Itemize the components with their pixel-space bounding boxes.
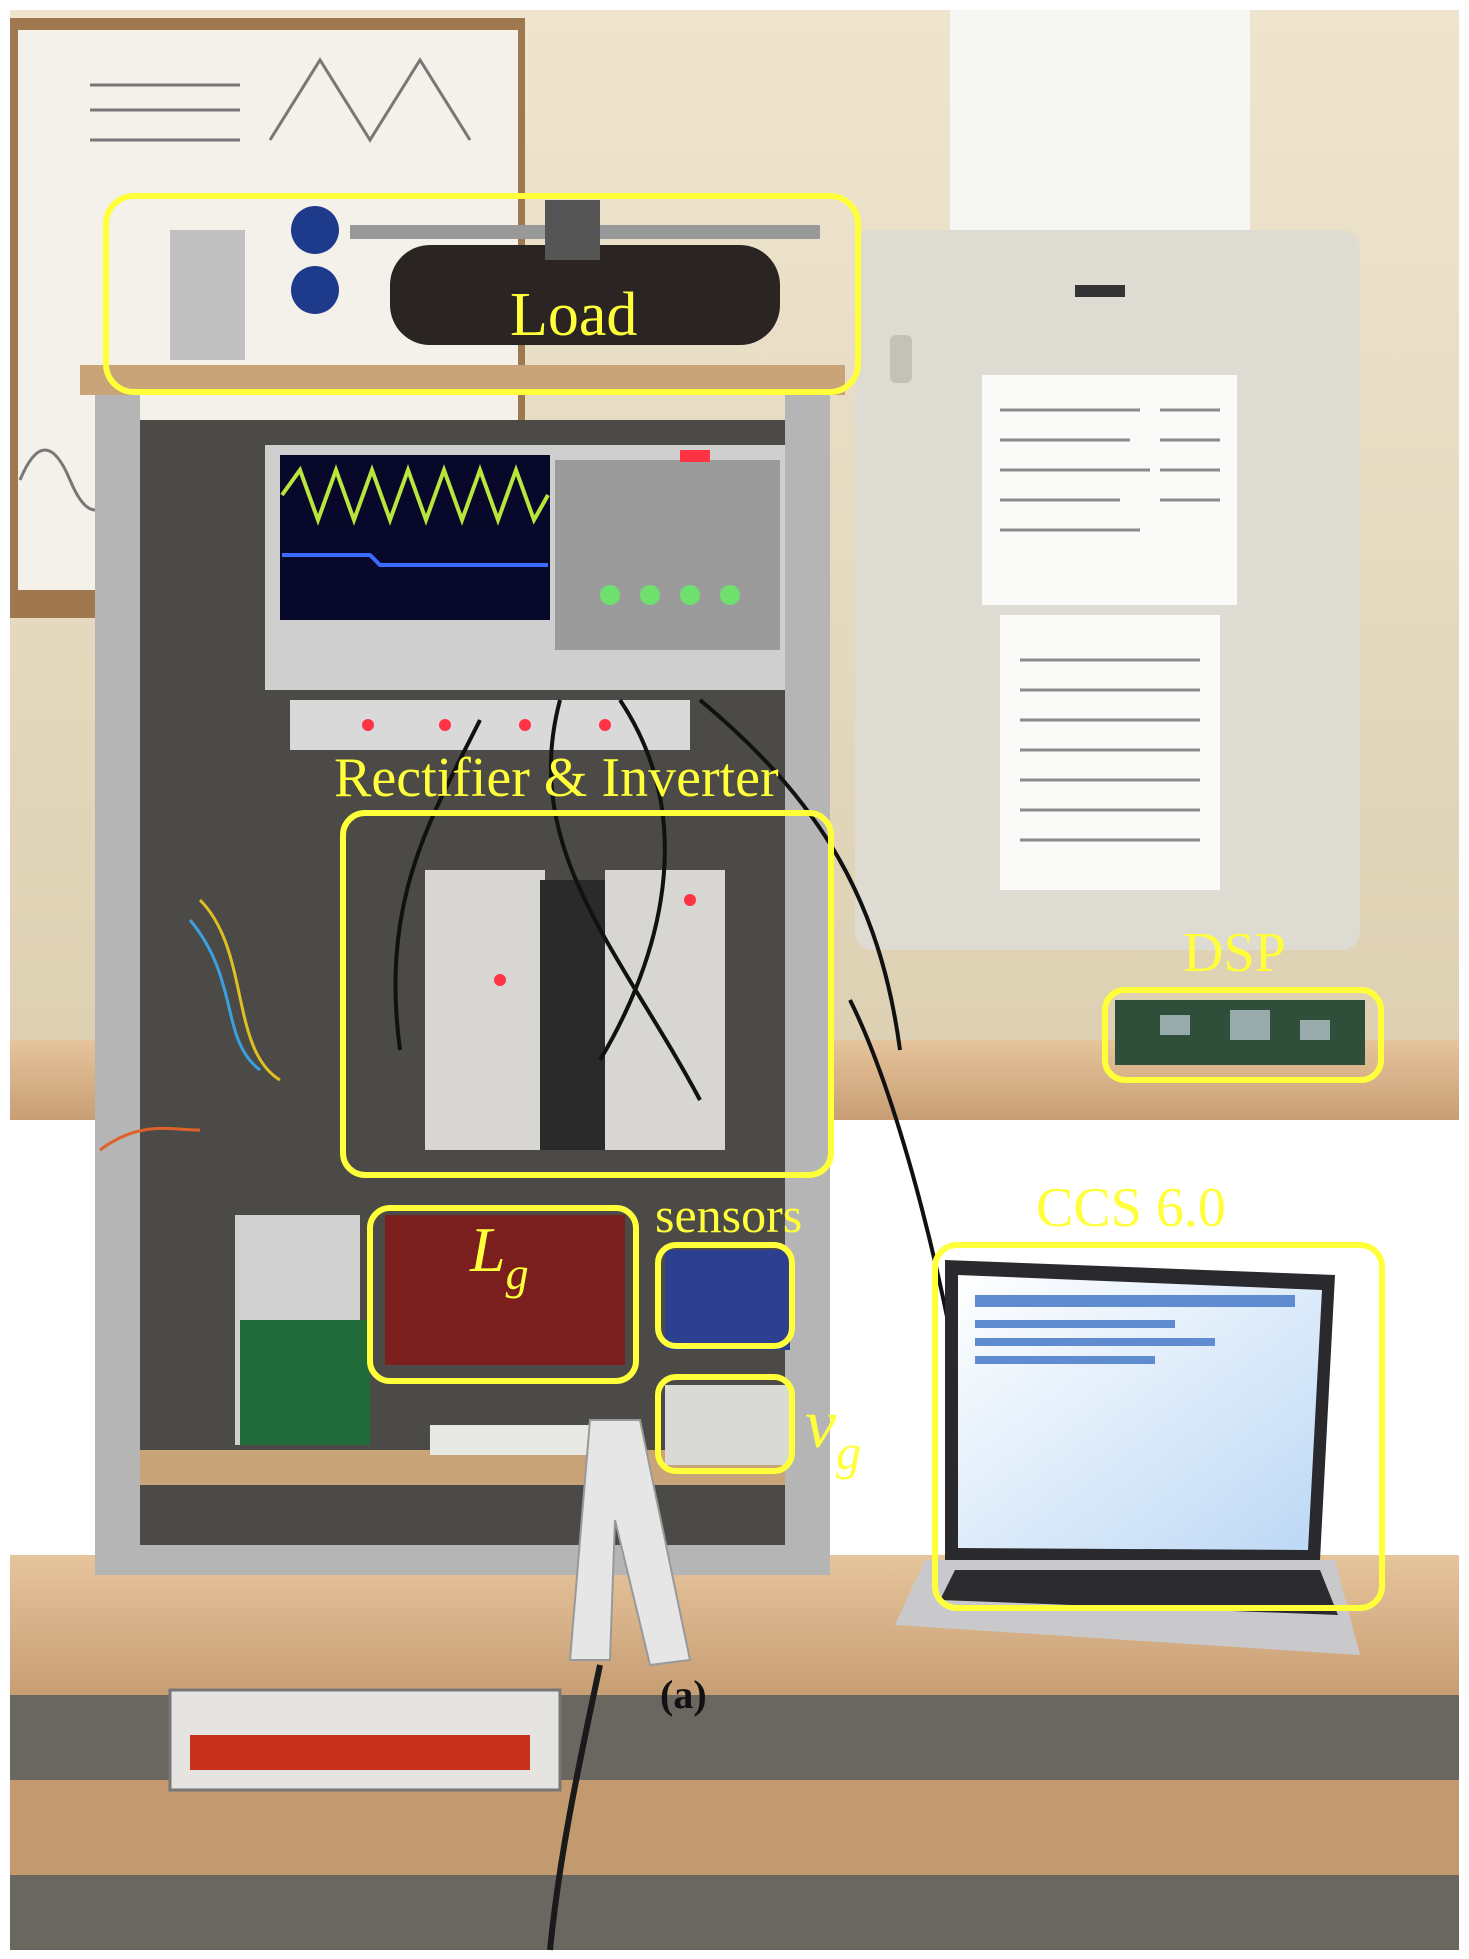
label-ccs: CCS 6.0	[1036, 1177, 1226, 1239]
inverter-board-1	[425, 870, 545, 1150]
box-vg	[655, 1374, 795, 1474]
window	[950, 10, 1250, 235]
label-rectifier-inverter: Rectifier & Inverter	[334, 747, 779, 809]
status-leds	[362, 719, 696, 986]
knob-1	[291, 206, 339, 254]
rheostat-body	[390, 245, 780, 345]
laptop-screen-ui	[975, 1295, 1295, 1364]
scope-knobs	[600, 585, 740, 605]
box-dsp	[1102, 987, 1384, 1083]
scope-trace-2	[282, 553, 548, 567]
label-vg-main: v	[805, 1386, 837, 1463]
inverter-board-2	[605, 870, 725, 1150]
rack-left-post	[95, 385, 140, 1575]
cables	[393, 698, 972, 1451]
vg-module	[665, 1385, 790, 1465]
probe-cable	[547, 1664, 603, 1951]
laptop-keyboard	[940, 1570, 1338, 1615]
document-1	[982, 375, 1237, 605]
rheostat-slider	[545, 200, 600, 260]
bench-lower	[10, 1780, 1459, 1875]
scope-panel	[555, 460, 780, 650]
cabinet-handle	[890, 335, 912, 383]
box-ccs	[932, 1242, 1385, 1611]
scope-trace-1	[280, 464, 550, 526]
box-lg	[367, 1205, 639, 1384]
knob-2	[291, 266, 339, 314]
wires-colored	[99, 898, 281, 1152]
dsp-components	[1160, 1010, 1330, 1040]
label-lg-sub: g	[505, 1248, 529, 1299]
label-vg: vg	[805, 1390, 861, 1478]
box-load	[103, 193, 861, 395]
label-vg-sub: g	[836, 1424, 862, 1480]
scope-screen	[280, 455, 550, 620]
figure-caption: (a)	[660, 1672, 707, 1717]
label-sensors: sensors	[655, 1187, 803, 1243]
box-sensors	[655, 1242, 795, 1349]
scope-led	[680, 450, 710, 462]
cabinet-badge	[1075, 285, 1125, 297]
sensor-board	[665, 1250, 790, 1350]
annotation-boxes	[103, 193, 1385, 1611]
transformer	[170, 230, 245, 360]
lg-inductor-board	[385, 1215, 625, 1365]
laptop-screen	[958, 1275, 1322, 1550]
label-load: Load	[510, 281, 638, 349]
c2000-box-band	[190, 1735, 530, 1770]
green-pcb	[240, 1320, 370, 1445]
label-dsp: DSP	[1183, 922, 1286, 984]
document-text	[1000, 408, 1220, 842]
inverter-dark-panel	[540, 880, 605, 1150]
label-lg: Lg	[470, 1218, 529, 1297]
rack-right-post	[785, 385, 830, 1575]
rack-base	[95, 1545, 830, 1575]
label-lg-main: L	[470, 1214, 506, 1285]
power-strip	[290, 700, 690, 750]
box-rectifier-inverter	[340, 810, 834, 1178]
document-2	[1000, 615, 1220, 890]
current-probe	[568, 1419, 692, 1667]
